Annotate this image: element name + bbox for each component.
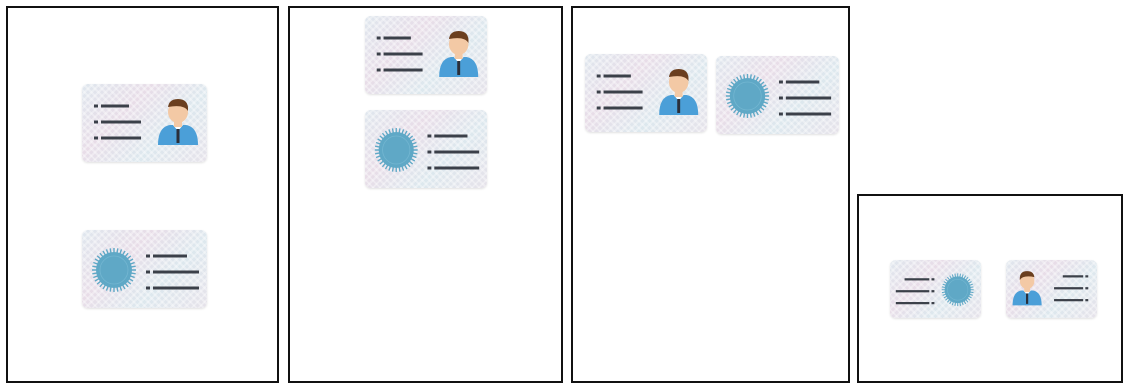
text-lines [597,75,643,110]
page-panel-1 [6,6,279,383]
id-card-back-mirrored [890,260,981,318]
page-panel-3 [571,6,850,383]
text-lines [427,135,479,170]
id-card-front [82,84,207,162]
id-card-back [365,110,487,188]
text-lines [146,255,199,290]
id-card-front-mirrored [1006,260,1097,318]
seal-icon [92,248,136,292]
id-card-front [365,16,487,94]
page-panel-4 [857,194,1123,383]
text-lines [779,81,831,116]
person-icon [659,69,698,115]
text-lines [377,37,423,72]
person-icon [158,99,198,145]
seal-icon [375,128,418,172]
person-icon [439,31,478,77]
page-panel-2 [288,6,563,383]
text-lines [896,278,935,304]
text-lines [94,105,141,140]
person-icon [1013,271,1042,305]
seal-icon [726,74,769,118]
id-card-back [82,230,207,308]
text-lines [1054,275,1088,301]
id-card-front [585,54,707,132]
id-card-back [716,56,839,134]
seal-icon [942,273,974,306]
